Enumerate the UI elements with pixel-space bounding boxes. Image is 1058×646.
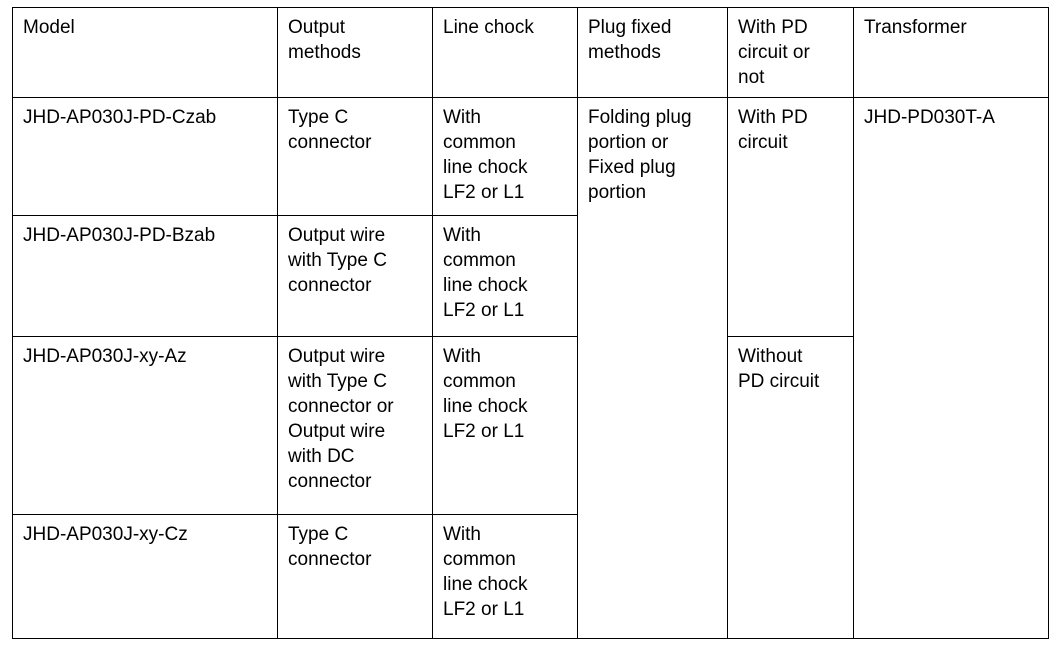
cell-transformer: JHD-PD030T-A [853,97,1049,639]
table-header-row: Model Output methods Line chock Plug fix… [12,7,1049,98]
model-specification-table: Model Output methods Line chock Plug fix… [12,7,1049,639]
table-row: JHD-AP030J-PD-Bzab Output wire with Type… [12,215,1049,337]
column-header-plug-fixed-methods: Plug fixed methods [577,7,728,98]
cell-output: Type C connector [277,514,433,639]
column-header-line-chock: Line chock [432,7,578,98]
column-header-pd-circuit: With PD circuit or not [727,7,854,98]
column-header-output-methods: Output methods [277,7,433,98]
cell-model: JHD-AP030J-xy-Cz [12,514,278,639]
cell-model: JHD-AP030J-xy-Az [12,336,278,515]
column-header-transformer: Transformer [853,7,1049,98]
cell-plug-fixed-methods: Folding plug portion or Fixed plug porti… [577,97,728,639]
cell-output: Output wire with Type C connector or Out… [277,336,433,515]
cell-model: JHD-AP030J-PD-Bzab [12,215,278,337]
cell-line-chock: With common line chock LF2 or L1 [432,514,578,639]
table-row: JHD-AP030J-xy-Cz Type C connector With c… [12,514,1049,639]
table-row: JHD-AP030J-PD-Czab Type C connector With… [12,97,1049,639]
cell-output: Type C connector [277,97,433,216]
column-header-model: Model [12,7,278,98]
table-row: JHD-AP030J-xy-Az Output wire with Type C… [12,336,1049,639]
cell-line-chock: With common line chock LF2 or L1 [432,215,578,337]
cell-model: JHD-AP030J-PD-Czab [12,97,278,216]
cell-pd-circuit-with: With PD circuit [727,97,854,337]
cell-line-chock: With common line chock LF2 or L1 [432,336,578,515]
cell-line-chock: With common line chock LF2 or L1 [432,97,578,216]
cell-output: Output wire with Type C connector [277,215,433,337]
cell-pd-circuit-without: Without PD circuit [727,336,854,639]
